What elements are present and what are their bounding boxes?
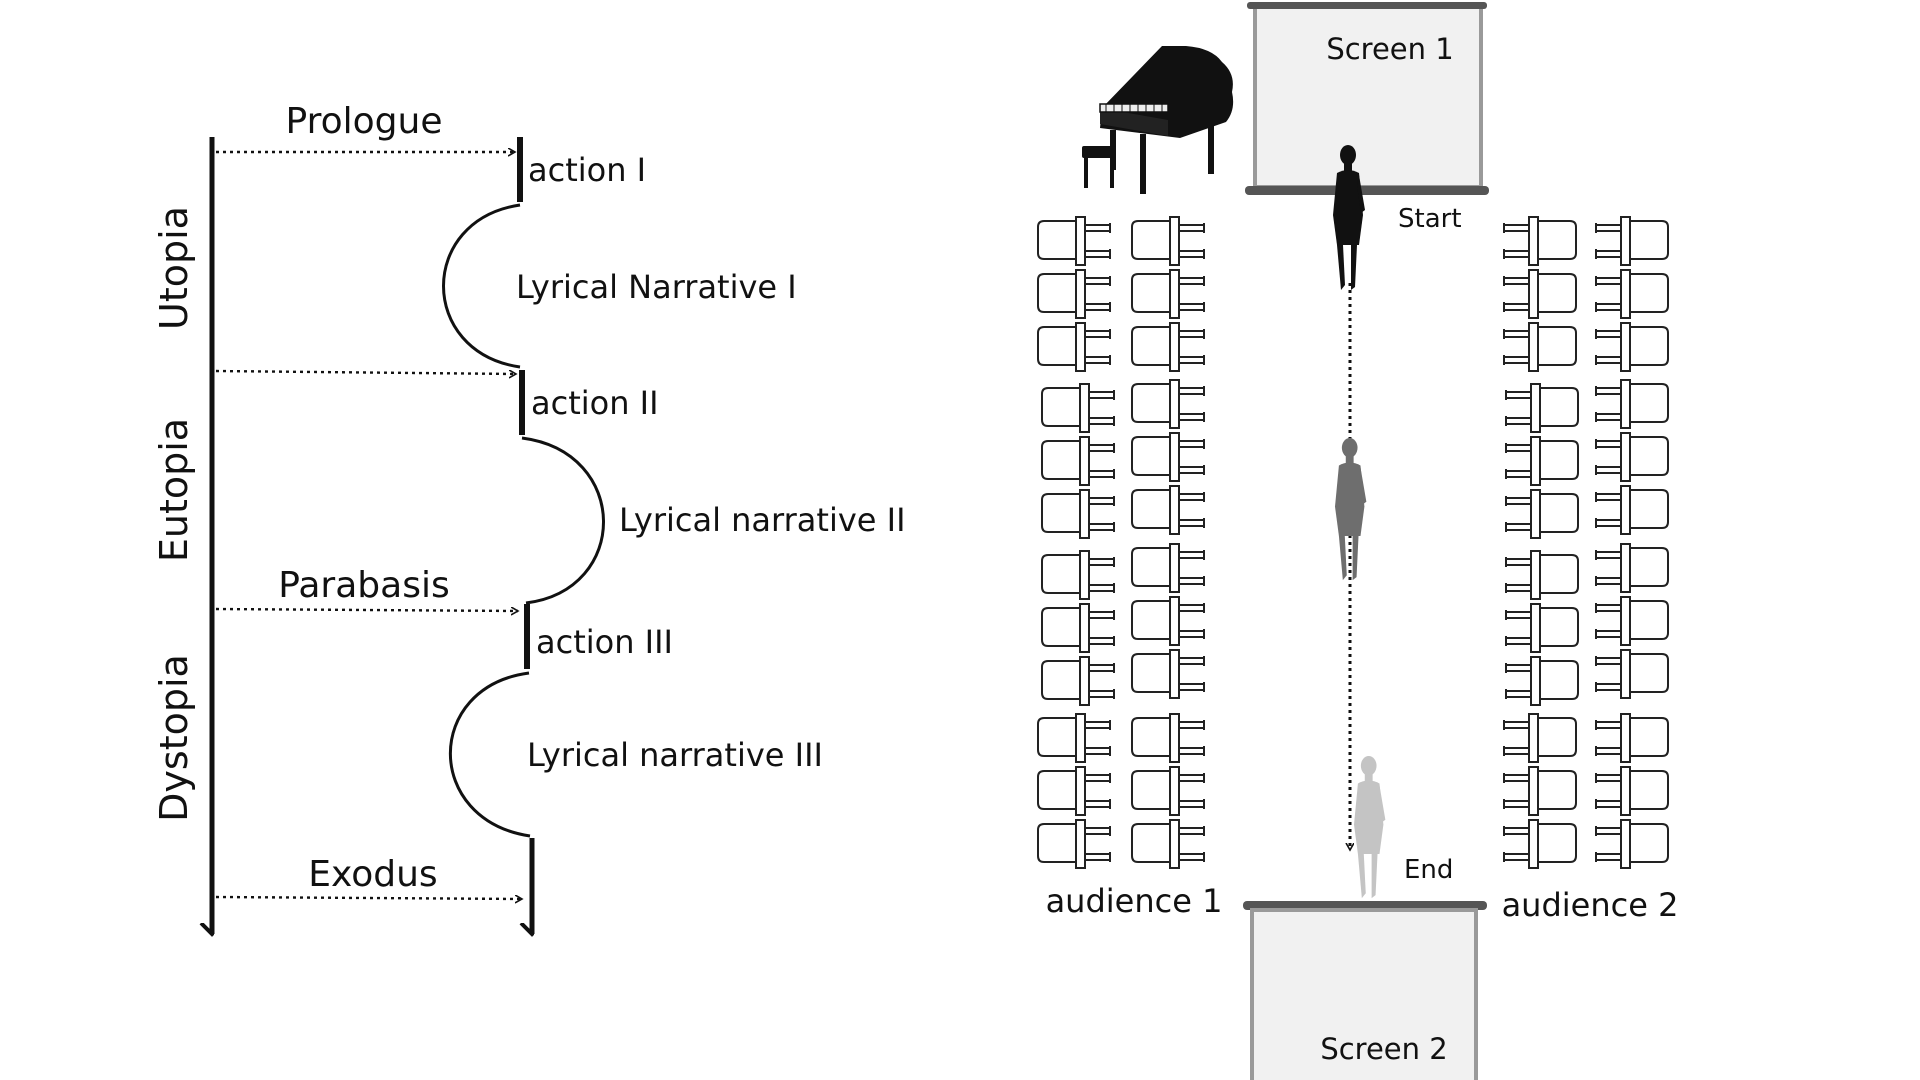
chair-icon [1131,432,1205,482]
chair-icon [1131,322,1205,372]
chair-icon [1503,766,1577,816]
chair-icon [1595,322,1669,372]
chair-icon [1505,603,1579,653]
chair-icon [1037,819,1111,869]
chair-icon [1595,216,1669,266]
chair-icon [1595,379,1669,429]
narrative-label-1: Lyrical Narrative I [516,268,797,306]
section-label-exodus: Exodus [308,854,437,895]
projection-screen-icon [1253,5,1483,189]
chair-icon [1505,550,1579,600]
path-start-label: Start [1398,204,1462,234]
section-label-prologue: Prologue [286,101,443,142]
chair-icon [1503,322,1577,372]
action-label-3: action III [536,623,673,661]
dramatic-structure-diagram: Utopia Eutopia Dystopia Prologue Parabas… [152,101,906,934]
grand-piano-icon [1082,46,1234,194]
chair-icon [1595,596,1669,646]
projection-screen-icon [1250,908,1478,1080]
chair-icon [1041,489,1115,539]
audience-2-label: audience 2 [1502,886,1679,924]
chair-icon [1041,656,1115,706]
action-label-2: action II [531,384,659,422]
chair-icon [1131,596,1205,646]
action-label-1: action I [528,151,646,189]
chair-icon [1595,269,1669,319]
chair-icon [1595,649,1669,699]
screen-2: Screen 2 [1243,901,1487,1080]
chair-icon [1037,713,1111,763]
chair-icon [1595,543,1669,593]
lyrical-arc-3 [449,671,531,838]
lyrical-arc-2 [521,436,605,605]
screen-1-label: Screen 1 [1326,32,1453,66]
phase-label-utopia: Utopia [152,206,196,330]
chair-icon [1595,432,1669,482]
chair-icon [1505,656,1579,706]
chair-icon [1595,485,1669,535]
performer-silhouette-icon [1354,756,1386,899]
chair-icon [1041,436,1115,486]
chair-icon [1037,766,1111,816]
chair-icon [1131,649,1205,699]
audience-1-seating [1037,216,1205,869]
parabasis-connector [215,609,518,611]
audience-2-seating [1503,216,1669,869]
chair-icon [1037,322,1111,372]
phase-label-eutopia: Eutopia [152,418,196,562]
exodus-connector [215,897,522,899]
chair-icon [1131,819,1205,869]
chair-icon [1041,550,1115,600]
chair-icon [1505,436,1579,486]
stage-plan-diagram: Screen 1 Screen 2 [1037,2,1679,1080]
section-label-parabasis: Parabasis [278,565,449,606]
chair-icon [1595,713,1669,763]
chair-icon [1595,819,1669,869]
chair-icon [1131,216,1205,266]
chair-icon [1037,269,1111,319]
eutopia-connector [215,369,516,374]
chair-icon [1131,713,1205,763]
chair-icon [1505,383,1579,433]
audience-1-label: audience 1 [1046,882,1223,920]
screen-1: Screen 1 [1245,2,1489,195]
narrative-label-2: Lyrical narrative II [619,501,906,539]
chair-icon [1041,383,1115,433]
chair-icon [1131,379,1205,429]
chair-icon [1595,766,1669,816]
screen-2-label: Screen 2 [1320,1032,1447,1066]
narrative-label-3: Lyrical narrative III [527,736,823,774]
chair-icon [1503,216,1577,266]
chair-icon [1503,269,1577,319]
chair-icon [1503,713,1577,763]
chair-icon [1505,489,1579,539]
chair-icon [1041,603,1115,653]
chair-icon [1131,485,1205,535]
chair-icon [1503,819,1577,869]
chair-icon [1131,766,1205,816]
phase-label-dystopia: Dystopia [152,654,196,822]
chair-icon [1131,543,1205,593]
chair-icon [1131,269,1205,319]
lyrical-arc-1 [442,203,521,369]
chair-icon [1037,216,1111,266]
path-end-label: End [1404,855,1453,885]
